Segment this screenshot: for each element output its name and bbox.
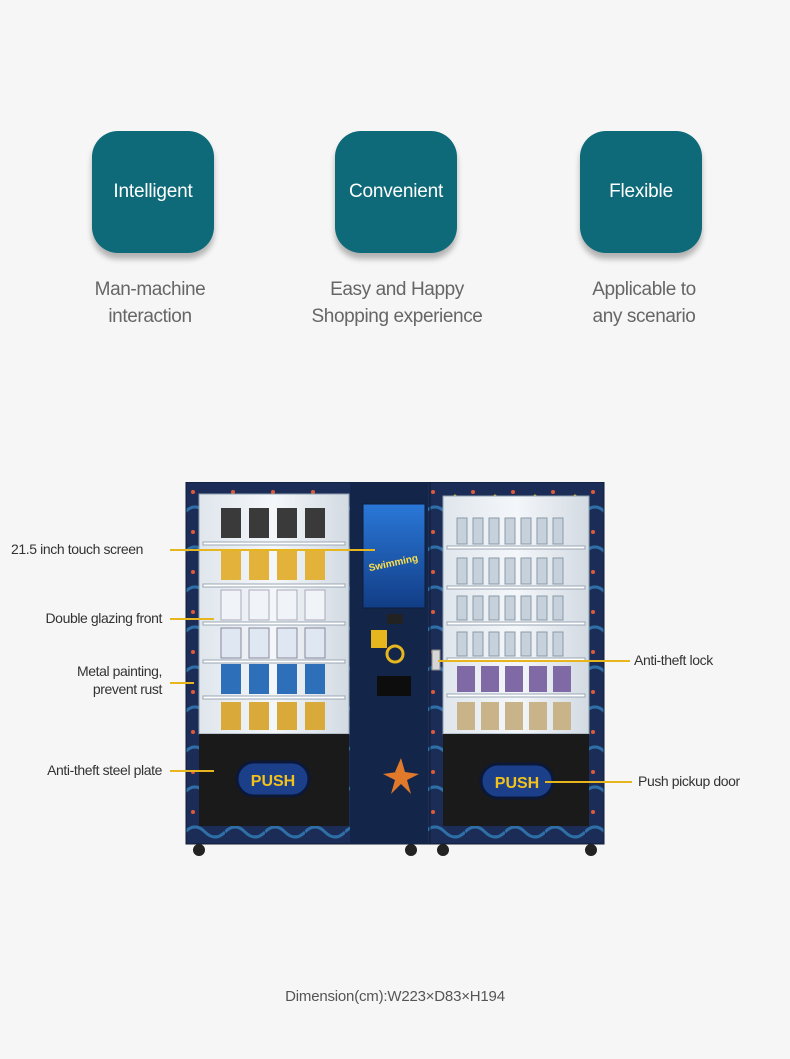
feature-tile-flexible: Flexible <box>580 131 702 253</box>
coin-wheel <box>385 644 405 664</box>
left-push-button <box>235 760 311 798</box>
feature-desc-line: interaction <box>108 306 192 327</box>
bill-acceptor <box>377 676 411 696</box>
right-products <box>456 517 564 657</box>
feature-desc-line: Applicable to <box>592 279 696 300</box>
callout-line-text: Metal painting, <box>76 663 162 679</box>
callout-double-glazing: Double glazing front <box>45 610 162 626</box>
feature-desc-line: Easy and Happy <box>330 279 464 300</box>
starfish-decoration <box>383 758 419 794</box>
card-reader <box>371 630 387 648</box>
vending-machine-image: PUSH Swimming PUSH <box>185 482 605 856</box>
dimension-text: Dimension(cm):W223×D83×H194 <box>285 988 505 1005</box>
touch-screen <box>362 503 426 609</box>
callout-line <box>170 682 194 684</box>
callout-line <box>170 770 214 772</box>
callout-line <box>545 781 632 783</box>
right-snacks <box>457 666 571 692</box>
push-label: PUSH <box>495 775 539 792</box>
callout-metal-painting: Metal painting, prevent rust <box>77 662 162 698</box>
feature-desc-flexible: Applicable to any scenario <box>524 276 764 330</box>
feature-desc-line: Shopping experience <box>311 306 483 327</box>
feature-desc-convenient: Easy and Happy Shopping experience <box>277 276 517 330</box>
callout-line <box>438 660 630 662</box>
callout-anti-theft-lock: Anti-theft lock <box>634 652 713 668</box>
left-products <box>220 508 326 730</box>
callout-line-text: prevent rust <box>92 681 163 697</box>
push-label: PUSH <box>251 773 295 790</box>
right-chips <box>457 702 571 730</box>
callout-touch-screen: 21.5 inch touch screen <box>11 541 144 557</box>
feature-tile-label: Intelligent <box>113 181 193 202</box>
wheel <box>437 844 449 856</box>
scanner <box>387 614 403 624</box>
feature-tile-label: Flexible <box>609 181 673 202</box>
feature-tile-intelligent: Intelligent <box>92 131 214 253</box>
feature-tile-label: Convenient <box>348 181 444 202</box>
callout-line <box>170 549 375 551</box>
feature-tile-convenient: Convenient <box>335 131 457 253</box>
wheel <box>585 844 597 856</box>
feature-desc-line: Man-machine <box>94 279 206 300</box>
callout-pickup-door: Push pickup door <box>638 773 740 789</box>
callout-steel-plate: Anti-theft steel plate <box>47 762 162 778</box>
feature-desc-line: any scenario <box>592 306 696 327</box>
wheel <box>193 844 205 856</box>
wheel <box>405 844 417 856</box>
feature-desc-intelligent: Man-machine interaction <box>30 276 270 330</box>
callout-line <box>170 618 214 620</box>
